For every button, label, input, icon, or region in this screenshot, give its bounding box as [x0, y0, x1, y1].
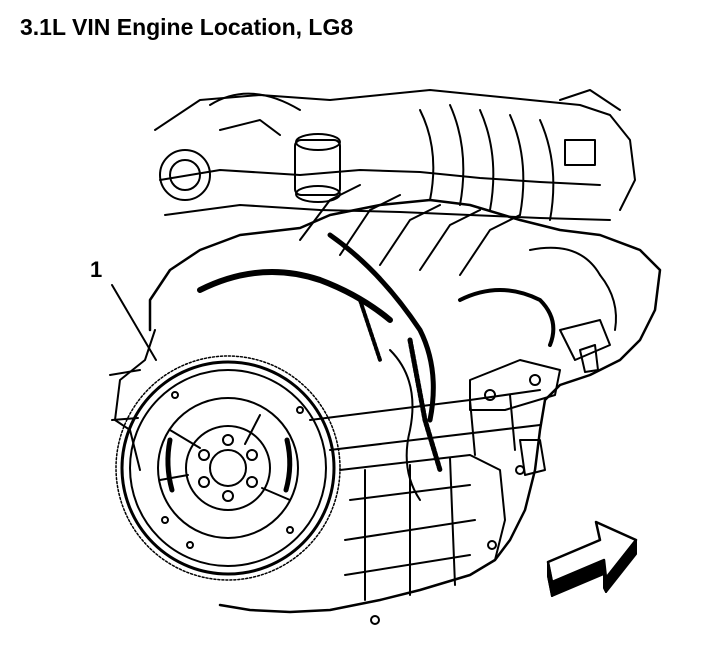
forward-arrow-icon — [546, 520, 638, 597]
callout-label-1: 1 — [90, 257, 103, 282]
lower-details — [370, 344, 599, 625]
cylinder-heads — [154, 89, 636, 276]
figure-title: 3.1L VIN Engine Location, LG8 — [20, 14, 354, 40]
hoses-and-manifold — [197, 232, 617, 501]
engine-block — [148, 198, 662, 614]
flywheel — [109, 329, 341, 581]
